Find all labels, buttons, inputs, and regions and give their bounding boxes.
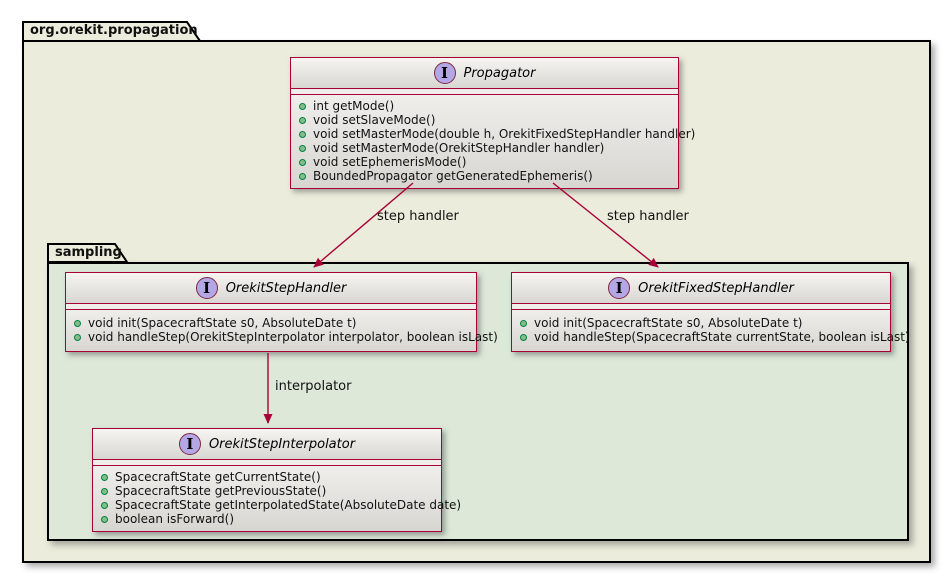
package-tab-org-orekit-propagation: org.orekit.propagation [22,21,202,42]
fields-compartment [291,88,678,95]
public-method-icon [101,515,108,523]
method-row: BoundedPropagator getGeneratedEphemeris(… [299,169,670,183]
method-text: void setMasterMode(OrekitStepHandler han… [313,141,605,155]
method-row: void setSlaveMode() [299,113,670,127]
class-orekit-step-handler: I OrekitStepHandler void init(Spacecraft… [65,272,498,352]
method-text: BoundedPropagator getGeneratedEphemeris(… [313,169,593,183]
method-text: void setEphemerisMode() [313,155,467,169]
method-row: boolean isForward() [101,512,433,526]
public-method-icon [299,130,306,138]
method-text: boolean isForward() [115,512,234,526]
public-method-icon [299,116,306,124]
method-text: SpacecraftState getCurrentState() [115,470,321,484]
package-tab-shape-icon [22,21,202,42]
class-header: I OrekitStepInterpolator [93,429,441,459]
class-header: I Propagator [291,58,678,88]
package-tab-sampling: sampling [47,243,129,263]
class-propagator: I Propagator int getMode() void setSlave… [290,57,695,189]
interface-icon: I [608,277,631,299]
public-method-icon [520,319,527,327]
method-text: void init(SpacecraftState s0, AbsoluteDa… [534,316,803,330]
class-header: I OrekitFixedStepHandler [512,273,890,303]
fields-compartment [512,303,890,310]
public-method-icon [101,501,108,509]
public-method-icon [101,473,108,481]
method-text: SpacecraftState getInterpolatedState(Abs… [115,498,462,512]
package-tab-shape-icon [47,243,129,263]
method-row: void init(SpacecraftState s0, AbsoluteDa… [74,316,468,330]
method-list: void init(SpacecraftState s0, AbsoluteDa… [512,310,910,351]
method-text: void setMasterMode(double h, OrekitFixed… [313,127,696,141]
method-row: int getMode() [299,99,670,113]
method-row: SpacecraftState getCurrentState() [101,470,433,484]
fields-compartment [66,303,476,310]
method-row: SpacecraftState getPreviousState() [101,484,433,498]
class-title: Propagator [463,65,536,81]
class-orekit-step-interpolator: I OrekitStepInterpolator SpacecraftState… [92,428,461,532]
method-list: SpacecraftState getCurrentState() Spacec… [93,466,461,531]
package-label: org.orekit.propagation [30,23,198,38]
method-text: int getMode() [313,99,395,113]
public-method-icon [74,333,81,341]
class-title: OrekitStepHandler [225,280,347,296]
method-row: void setMasterMode(double h, OrekitFixed… [299,127,695,141]
method-row: void setMasterMode(OrekitStepHandler han… [299,141,670,155]
fields-compartment [93,459,441,466]
interface-icon: I [433,62,456,84]
interface-icon: I [195,277,218,299]
public-method-icon [520,333,527,341]
method-text: void handleStep(OrekitStepInterpolator i… [88,330,498,344]
method-row: void init(SpacecraftState s0, AbsoluteDa… [520,316,882,330]
public-method-icon [101,487,108,495]
method-text: void init(SpacecraftState s0, AbsoluteDa… [88,316,357,330]
class-title: OrekitFixedStepHandler [638,280,794,296]
method-text: void setSlaveMode() [313,113,436,127]
public-method-icon [299,158,306,166]
method-row: SpacecraftState getInterpolatedState(Abs… [101,498,461,512]
package-label: sampling [55,245,122,260]
class-header: I OrekitStepHandler [66,273,476,303]
public-method-icon [299,102,306,110]
edge-label-interpolator: interpolator [275,379,352,394]
method-list: int getMode() void setSlaveMode() void s… [291,95,695,188]
public-method-icon [299,172,306,180]
method-list: void init(SpacecraftState s0, AbsoluteDa… [66,310,498,351]
class-orekit-fixed-step-handler: I OrekitFixedStepHandler void init(Space… [511,272,910,352]
public-method-icon [74,319,81,327]
edge-label-step-handler-right: step handler [607,209,689,224]
public-method-icon [299,144,306,152]
method-row: void handleStep(OrekitStepInterpolator i… [74,330,498,344]
method-text: void handleStep(SpacecraftState currentS… [534,330,910,344]
method-text: SpacecraftState getPreviousState() [115,484,327,498]
method-row: void setEphemerisMode() [299,155,670,169]
interface-icon: I [178,433,201,455]
class-title: OrekitStepInterpolator [208,436,356,452]
method-row: void handleStep(SpacecraftState currentS… [520,330,910,344]
edge-label-step-handler-left: step handler [377,209,459,224]
